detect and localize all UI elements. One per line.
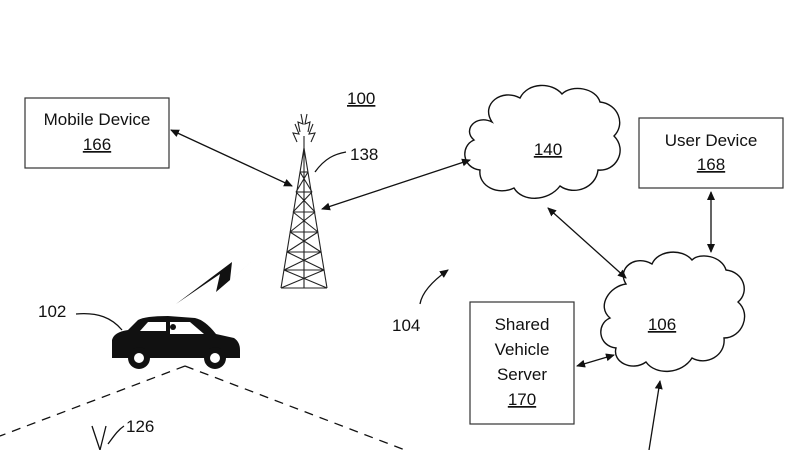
mobile-device-label: Mobile Device — [44, 110, 151, 129]
connector-cloud140-cloud106 — [547, 207, 627, 279]
antenna-ref: 126 — [126, 417, 154, 436]
connector-mobile-tower — [170, 129, 293, 187]
cell-tower — [280, 113, 328, 289]
antenna-icon — [91, 425, 107, 450]
server-label-line1: Shared — [495, 315, 550, 334]
cloud-140-ref: 140 — [534, 140, 562, 159]
mobile-device-ref: 166 — [83, 135, 111, 154]
server-label-line3: Server — [497, 365, 547, 384]
server-label-line2: Vehicle — [495, 340, 550, 359]
coverage-boundary-left — [0, 365, 186, 437]
antenna-ref-leader — [107, 425, 125, 445]
figure-number: 100 — [347, 89, 375, 108]
network-ref-arrow — [419, 269, 449, 305]
cloud-106-ref: 106 — [648, 315, 676, 334]
connector-tower-cloud140 — [321, 158, 471, 211]
cloud-106: 106 — [600, 251, 746, 372]
network-ref: 104 — [392, 316, 420, 335]
connector-bottom-cloud106 — [648, 380, 663, 450]
tower-ref-leader — [314, 151, 347, 173]
coverage-boundary-right — [184, 365, 406, 450]
mobile-device-box: Mobile Device 166 — [24, 97, 170, 169]
vehicle-ref: 102 — [38, 302, 66, 321]
user-device-box: User Device 168 — [638, 117, 784, 189]
vehicle-ref-leader — [75, 312, 123, 331]
tower-ref: 138 — [350, 145, 378, 164]
connector-server-cloud106 — [576, 353, 615, 368]
user-device-ref: 168 — [697, 155, 725, 174]
server-ref: 170 — [508, 390, 536, 409]
shared-vehicle-server-box: Shared Vehicle Server 170 — [469, 301, 575, 425]
user-device-label: User Device — [665, 131, 758, 150]
lightning-bolt-icon — [176, 244, 272, 304]
vehicle-icon — [112, 316, 240, 369]
cloud-140: 140 — [464, 84, 621, 199]
